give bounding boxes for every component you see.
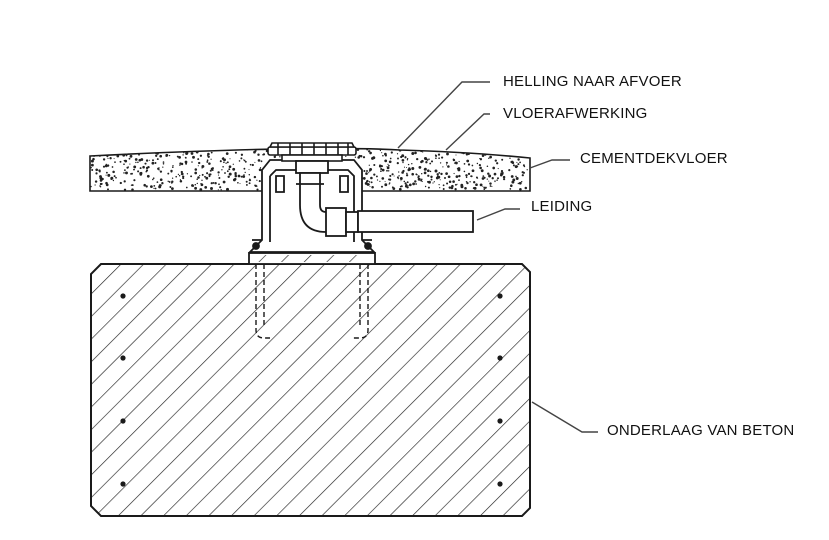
- concrete-base-label: ONDERLAAG VAN BETON: [607, 422, 795, 439]
- drain-base-plate: [248, 252, 376, 265]
- outlet-pipe: [325, 207, 474, 237]
- drain-grate: [267, 142, 357, 162]
- anchor-dots: [120, 293, 503, 487]
- leader-lines: [397, 81, 598, 433]
- cement-screed-label: CEMENTDEKVLOER: [580, 150, 728, 167]
- slope-to-drain-label: HELLING NAAR AFVOER: [503, 73, 682, 90]
- floor-finish-label: VLOERAFWERKING: [503, 105, 648, 122]
- anchor-bolts: [255, 264, 369, 339]
- concrete-base-slab: [90, 263, 531, 517]
- pipe-label: LEIDING: [531, 198, 593, 215]
